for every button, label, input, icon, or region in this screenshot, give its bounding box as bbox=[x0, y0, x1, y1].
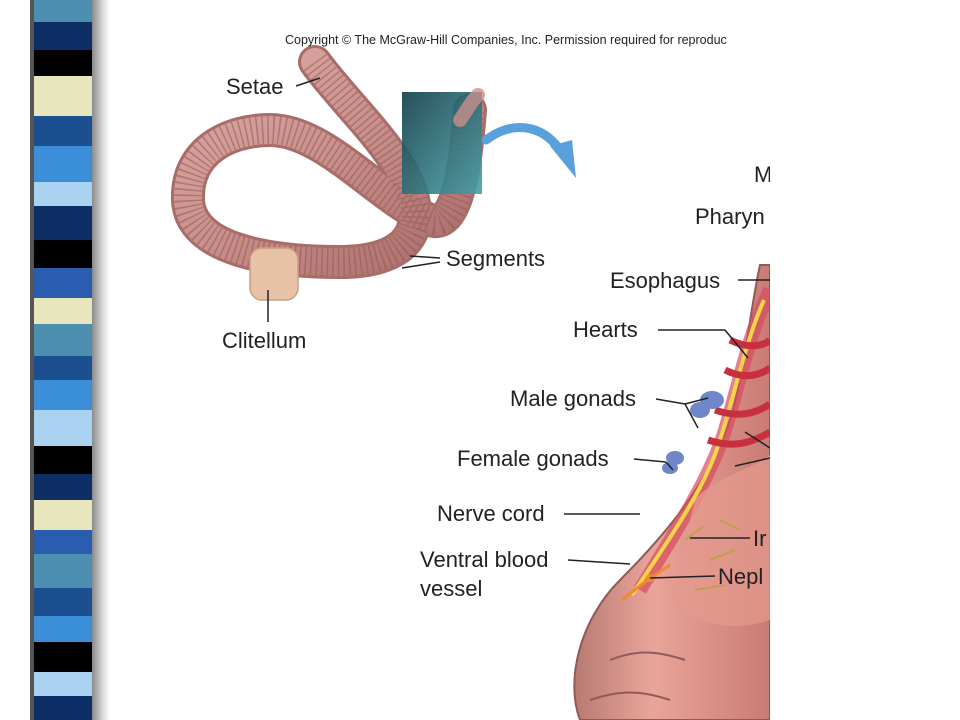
decorative-stripe bbox=[34, 268, 92, 298]
decorative-striped-bar bbox=[0, 0, 110, 720]
decorative-stripe bbox=[34, 672, 92, 696]
dissected-section bbox=[573, 264, 770, 720]
decorative-stripe bbox=[34, 616, 92, 642]
label-setae: Setae bbox=[226, 74, 284, 99]
label-segments: Segments bbox=[446, 246, 546, 271]
decorative-stripe bbox=[34, 22, 92, 50]
decorative-stripe bbox=[34, 500, 92, 530]
decorative-stripe bbox=[34, 588, 92, 616]
decorative-stripe bbox=[34, 50, 92, 76]
decorative-stripe bbox=[34, 380, 92, 410]
female-gonad bbox=[666, 451, 684, 465]
label-male-gonads: Male gonads bbox=[510, 386, 636, 411]
label-mouth-partial: M bbox=[754, 162, 770, 187]
label-nephridium-partial: Nepl bbox=[718, 564, 764, 589]
copyright-notice: Copyright © The McGraw-Hill Companies, I… bbox=[285, 33, 727, 47]
earthworm-illustration bbox=[171, 45, 770, 720]
earthworm-figure: Copyright © The McGraw-Hill Companies, I… bbox=[110, 0, 770, 720]
decorative-stripe bbox=[34, 530, 92, 554]
label-female-gonads: Female gonads bbox=[457, 446, 609, 471]
decorative-stripe bbox=[34, 642, 92, 672]
clitellum-band bbox=[249, 247, 299, 301]
bar-left-edge bbox=[30, 0, 34, 720]
zoom-arrow bbox=[481, 123, 576, 178]
bar-shadow bbox=[92, 0, 110, 720]
decorative-stripe bbox=[34, 474, 92, 500]
intestine bbox=[670, 455, 770, 626]
decorative-stripe bbox=[34, 298, 92, 324]
label-ventral-blood-vessel-line1: Ventral blood bbox=[420, 547, 549, 572]
label-intestine-partial: Ir bbox=[753, 526, 767, 551]
decorative-stripe bbox=[34, 240, 92, 268]
label-pharynx-partial: Pharyn bbox=[695, 204, 765, 229]
leader-lines bbox=[267, 77, 770, 579]
label-hearts: Hearts bbox=[573, 317, 638, 342]
decorative-stripe bbox=[34, 0, 92, 22]
decorative-stripe bbox=[34, 182, 92, 206]
worm-body bbox=[171, 45, 487, 301]
decorative-stripe bbox=[34, 696, 92, 720]
decorative-stripe bbox=[34, 324, 92, 356]
label-ventral-blood-vessel-line2: vessel bbox=[420, 576, 483, 601]
label-clitellum: Clitellum bbox=[222, 328, 307, 353]
label-esophagus: Esophagus bbox=[610, 268, 721, 293]
decorative-stripe bbox=[34, 206, 92, 240]
decorative-stripe bbox=[34, 446, 92, 474]
decorative-stripe bbox=[34, 116, 92, 146]
decorative-stripe bbox=[34, 356, 92, 380]
decorative-stripe bbox=[34, 554, 92, 588]
female-gonad bbox=[662, 462, 678, 474]
label-nerve-cord: Nerve cord bbox=[437, 501, 545, 526]
decorative-stripe bbox=[34, 410, 92, 446]
decorative-stripe bbox=[34, 76, 92, 116]
decorative-stripe bbox=[34, 146, 92, 182]
male-gonad bbox=[690, 402, 710, 418]
